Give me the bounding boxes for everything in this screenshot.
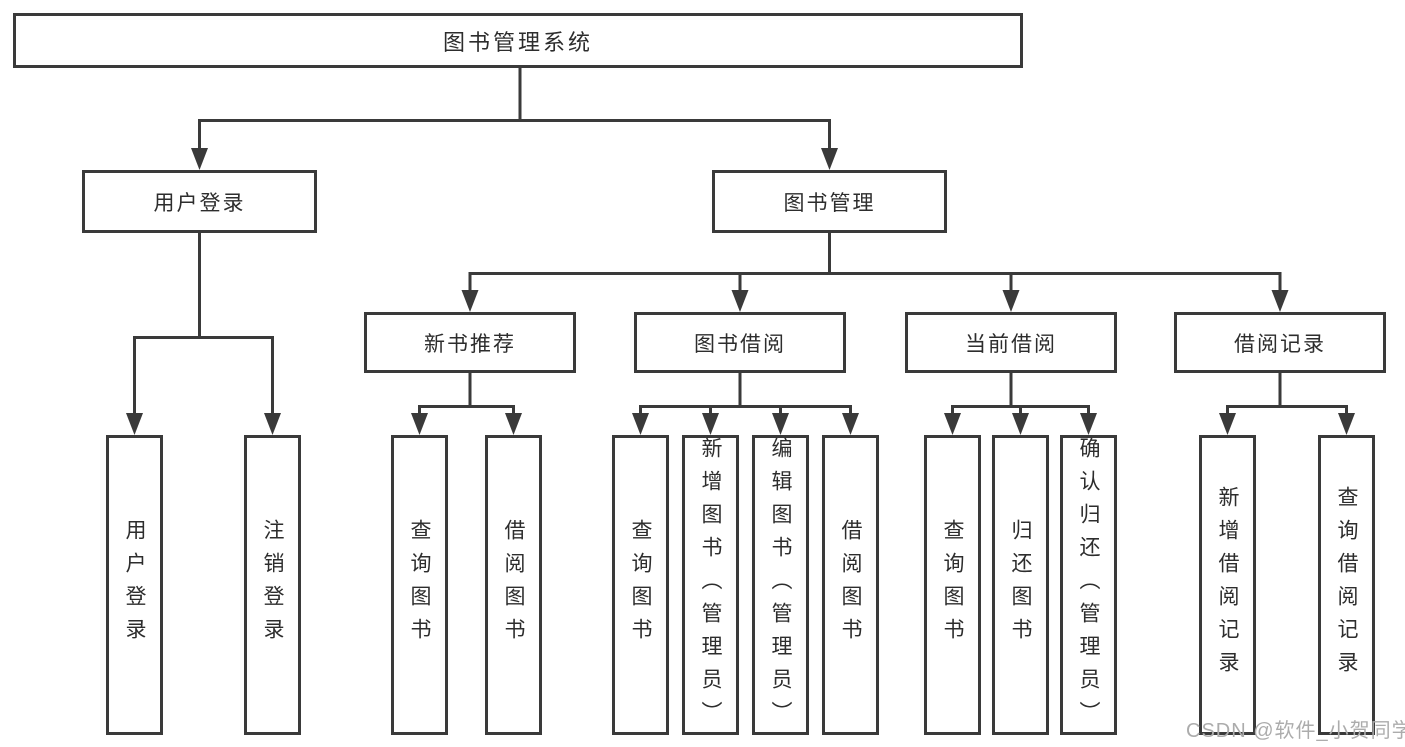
leaf-user-login: 用户登录 <box>106 435 163 735</box>
leaf-add-borrow-record: 新增借阅记录 <box>1199 435 1256 735</box>
node-library-system: 图书管理系统 <box>13 13 1023 68</box>
leaf-label: 归还图书 <box>1009 519 1032 651</box>
leaf-label: 借阅图书 <box>502 519 525 651</box>
leaf-query-books-borrow: 查询图书 <box>612 435 669 735</box>
leaf-label: 查询图书 <box>941 519 964 651</box>
leaf-label: 注销登录 <box>261 519 284 651</box>
leaf-return-book: 归还图书 <box>992 435 1049 735</box>
arrowheads <box>126 148 1355 435</box>
node-book-borrow: 图书借阅 <box>634 312 846 373</box>
leaf-query-books-current: 查询图书 <box>924 435 981 735</box>
leaf-borrow-books: 借阅图书 <box>822 435 879 735</box>
node-new-book-recommend: 新书推荐 <box>364 312 576 373</box>
leaf-query-borrow-record: 查询借阅记录 <box>1318 435 1375 735</box>
leaf-label: 确认归还（管理员） <box>1077 436 1100 734</box>
leaf-label: 查询图书 <box>408 519 431 651</box>
csdn-watermark: CSDN @软件_小贺同学 <box>1186 720 1405 742</box>
leaf-label: 新增借阅记录 <box>1216 486 1239 684</box>
leaf-logout: 注销登录 <box>244 435 301 735</box>
node-book-management: 图书管理 <box>712 170 947 233</box>
leaf-label: 查询图书 <box>629 519 652 651</box>
node-user-login: 用户登录 <box>82 170 317 233</box>
leaf-confirm-return-admin: 确认归还（管理员） <box>1060 435 1117 735</box>
leaf-label: 借阅图书 <box>839 519 862 651</box>
leaf-label: 用户登录 <box>123 519 146 651</box>
leaf-label: 编辑图书（管理员） <box>769 436 792 734</box>
leaf-label: 新增图书（管理员） <box>699 436 722 734</box>
leaf-query-books-recommend: 查询图书 <box>391 435 448 735</box>
leaf-borrow-books-recommend: 借阅图书 <box>485 435 542 735</box>
node-current-borrow: 当前借阅 <box>905 312 1117 373</box>
leaf-add-book-admin: 新增图书（管理员） <box>682 435 739 735</box>
leaf-label: 查询借阅记录 <box>1335 486 1358 684</box>
node-borrow-record: 借阅记录 <box>1174 312 1386 373</box>
leaf-edit-book-admin: 编辑图书（管理员） <box>752 435 809 735</box>
